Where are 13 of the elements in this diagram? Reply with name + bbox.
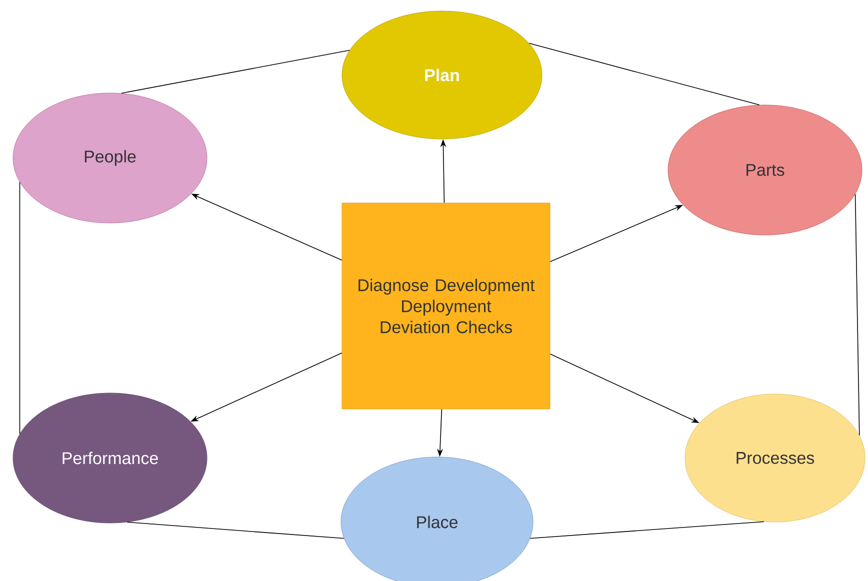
- connector-line: [121, 50, 350, 94]
- process-box: Diagnose Development Deployment Deviation Checks: [342, 202, 550, 410]
- ellipse-node: Processes: [684, 394, 866, 522]
- ellipse-node: Performance: [12, 392, 208, 524]
- connector-line: [528, 42, 760, 106]
- connector-line: [19, 182, 20, 434]
- ellipse-node: Parts: [668, 104, 862, 236]
- connector-line: [530, 521, 764, 539]
- ellipse-node: People: [12, 92, 208, 224]
- ellipse-node: Plan: [342, 10, 542, 140]
- connector-line: [126, 522, 344, 539]
- connector-line: [854, 194, 860, 436]
- ellipse-node: Place: [340, 456, 534, 581]
